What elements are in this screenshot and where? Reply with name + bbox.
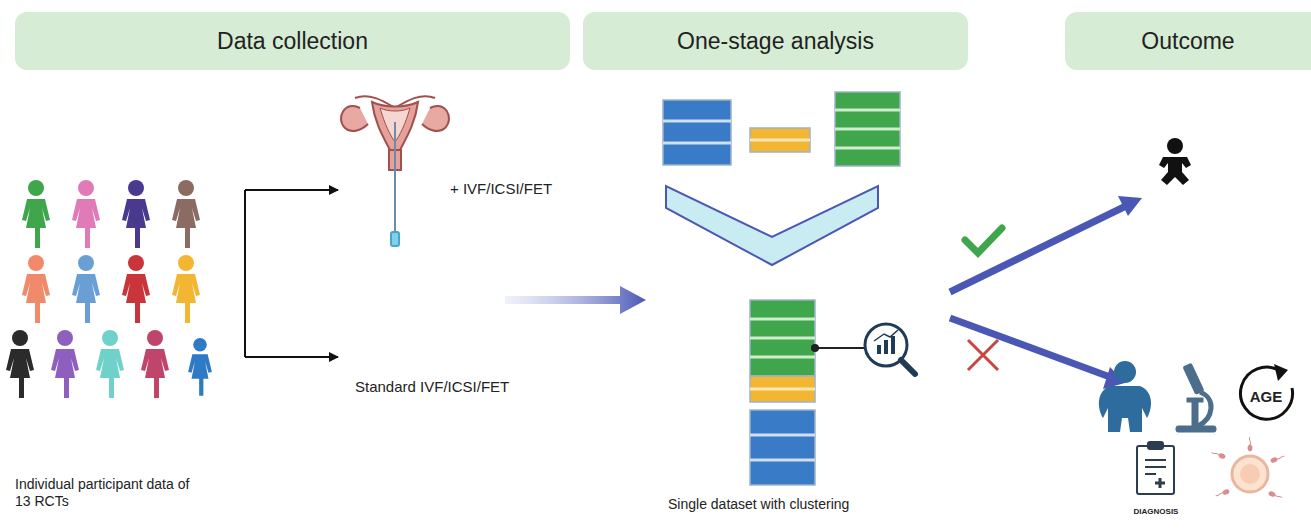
age-icon (1241, 364, 1293, 419)
person-figure (172, 180, 200, 248)
person-figure (172, 255, 200, 323)
person-icon (1099, 361, 1151, 432)
allocation-bracket (245, 190, 338, 357)
egg-sperm-icon (1211, 437, 1285, 500)
caption-label: Single dataset with clustering (668, 496, 849, 513)
person-figure (72, 180, 100, 248)
person-figure (122, 255, 150, 323)
person-figure (22, 180, 50, 248)
diagnosis-clipboard (1137, 442, 1174, 494)
header-band: Outcome (1065, 12, 1311, 70)
outcome-arrows (950, 196, 1142, 389)
header-text: One-stage analysis (677, 28, 874, 55)
person-figure (72, 255, 100, 323)
source-label: Individual participant data of 13 RCTs (15, 476, 195, 510)
arm-label: Standard IVF/ICSI/FET (355, 378, 509, 396)
header-text: Data collection (217, 28, 368, 55)
person-figure (51, 330, 79, 398)
icon-text: AGE (1250, 388, 1283, 406)
merged-dataset (750, 300, 815, 485)
person-figure (6, 330, 34, 398)
microscope-icon (1176, 363, 1216, 432)
people-icons (6, 180, 212, 398)
person-figure (188, 338, 212, 396)
header-band: One-stage analysis (583, 12, 968, 70)
dataset-blocks (663, 92, 900, 166)
analysis-magnifier (811, 324, 915, 374)
merge-chevron (666, 186, 878, 265)
flow-arrow (505, 286, 646, 314)
person-figure (96, 330, 124, 398)
arm-label: + IVF/ICSI/FET (450, 180, 552, 198)
person-figure (122, 180, 150, 248)
person-figure (141, 330, 169, 398)
person-figure (22, 255, 50, 323)
icon-text: DIAGNOSIS (1134, 507, 1179, 517)
header-band: Data collection (15, 12, 570, 70)
header-text: Outcome (1141, 28, 1234, 55)
uterus-illustration (341, 96, 449, 246)
baby-icon (1159, 138, 1191, 185)
